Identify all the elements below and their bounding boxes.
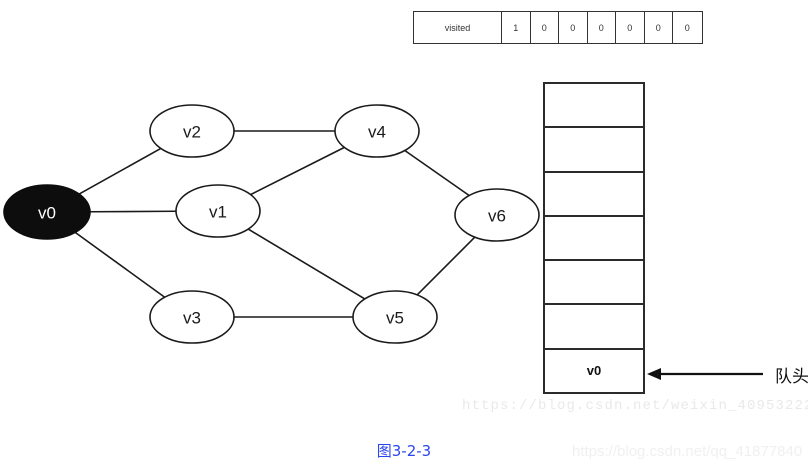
graph-edge-v4-v6: [404, 149, 470, 197]
graph-edge-v1-v5: [247, 228, 366, 300]
queue-cell-5: [545, 305, 643, 350]
graph-node-shape-v2: [149, 104, 235, 158]
graph-node-shape-v4: [334, 104, 420, 158]
graph-edge-v0-v2: [78, 147, 162, 195]
visited-cell-4: 0: [616, 12, 645, 43]
queue-cell-1: [545, 128, 643, 173]
graph-node-label: v3: [183, 309, 201, 328]
graph-node-label: v1: [209, 203, 227, 222]
queue-cell-2: [545, 173, 643, 217]
graph-node-shape-v5: [352, 290, 438, 344]
graph-node-v5[interactable]: v5: [352, 290, 438, 344]
graph-edge-v0-v1: [89, 210, 177, 213]
visited-cell-6: 0: [684, 22, 690, 33]
graph-edge-group: [74, 130, 476, 318]
visited-cell-3: 0: [588, 12, 616, 43]
watermark-top: https://blog.csdn.net/weixin_40953222: [462, 398, 808, 414]
queue-cell-0: [545, 84, 643, 129]
graph-node-label: v0: [38, 204, 56, 223]
graph-node-group: v0 v2 v1 v3 v4 v5 v6: [3, 104, 540, 344]
graph-node-v3[interactable]: v3: [149, 290, 235, 344]
graph-edge-v1-v4: [250, 146, 345, 196]
graph-node-shape-v0: [3, 184, 91, 240]
graph-node-shape-v6: [454, 188, 540, 242]
graph-node-label: v5: [386, 309, 404, 328]
graph-node-v2[interactable]: v2: [149, 104, 235, 158]
queue-cell-6: v0: [586, 363, 602, 379]
graph-node-v1[interactable]: v1: [175, 184, 261, 238]
graph-node-shape-v1: [175, 184, 261, 238]
graph-node-label: v4: [368, 123, 386, 142]
queue-head-label: 队头: [775, 366, 808, 387]
visited-cell-1: 0: [531, 12, 559, 43]
visited-cell-2: 0: [559, 12, 588, 43]
graph-node-v6[interactable]: v6: [454, 188, 540, 242]
queue-container: v0: [543, 82, 645, 394]
graph-node-label: v2: [183, 123, 201, 142]
queue-cell-4: [545, 261, 643, 306]
graph-node-label: v6: [488, 207, 506, 226]
figure-caption: 图3-2-3: [376, 442, 432, 460]
arrow-left-icon: [647, 368, 763, 380]
graph-node-v0[interactable]: v0: [3, 184, 91, 240]
visited-cell-5: 0: [645, 12, 673, 43]
graph-diagram: v0 v2 v1 v3 v4 v5 v6: [3, 104, 540, 344]
graph-node-v4[interactable]: v4: [334, 104, 420, 158]
graph-edge-v5-v6: [416, 236, 476, 296]
graph-node-shape-v3: [149, 290, 235, 344]
visited-cell-0: 1: [502, 12, 531, 43]
graph-edge-v0-v3: [74, 231, 166, 298]
queue-head-pointer: 队头: [645, 362, 808, 387]
visited-array-label: visited: [414, 12, 502, 43]
queue-cell-3: [545, 217, 643, 262]
